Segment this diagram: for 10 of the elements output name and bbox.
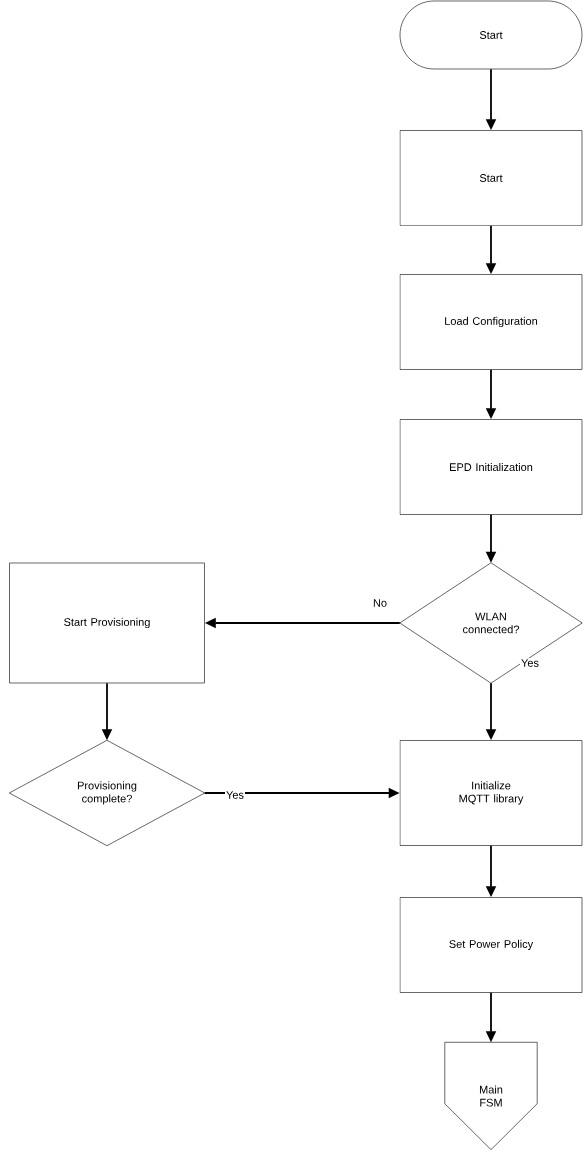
- off-page-connector: Main FSM: [444, 1042, 538, 1150]
- process-box: Initialize MQTT library: [399, 740, 583, 846]
- edge-label: Yes: [520, 658, 540, 668]
- edge-label: Yes: [225, 790, 245, 800]
- process-box: Start: [399, 130, 583, 226]
- process-box: Set Power Policy: [399, 897, 583, 993]
- edge-label: No: [371, 598, 389, 608]
- process-box: Start Provisioning: [9, 562, 205, 684]
- process-box: EPD Initialization: [399, 419, 583, 515]
- process-box: Load Configuration: [399, 274, 583, 370]
